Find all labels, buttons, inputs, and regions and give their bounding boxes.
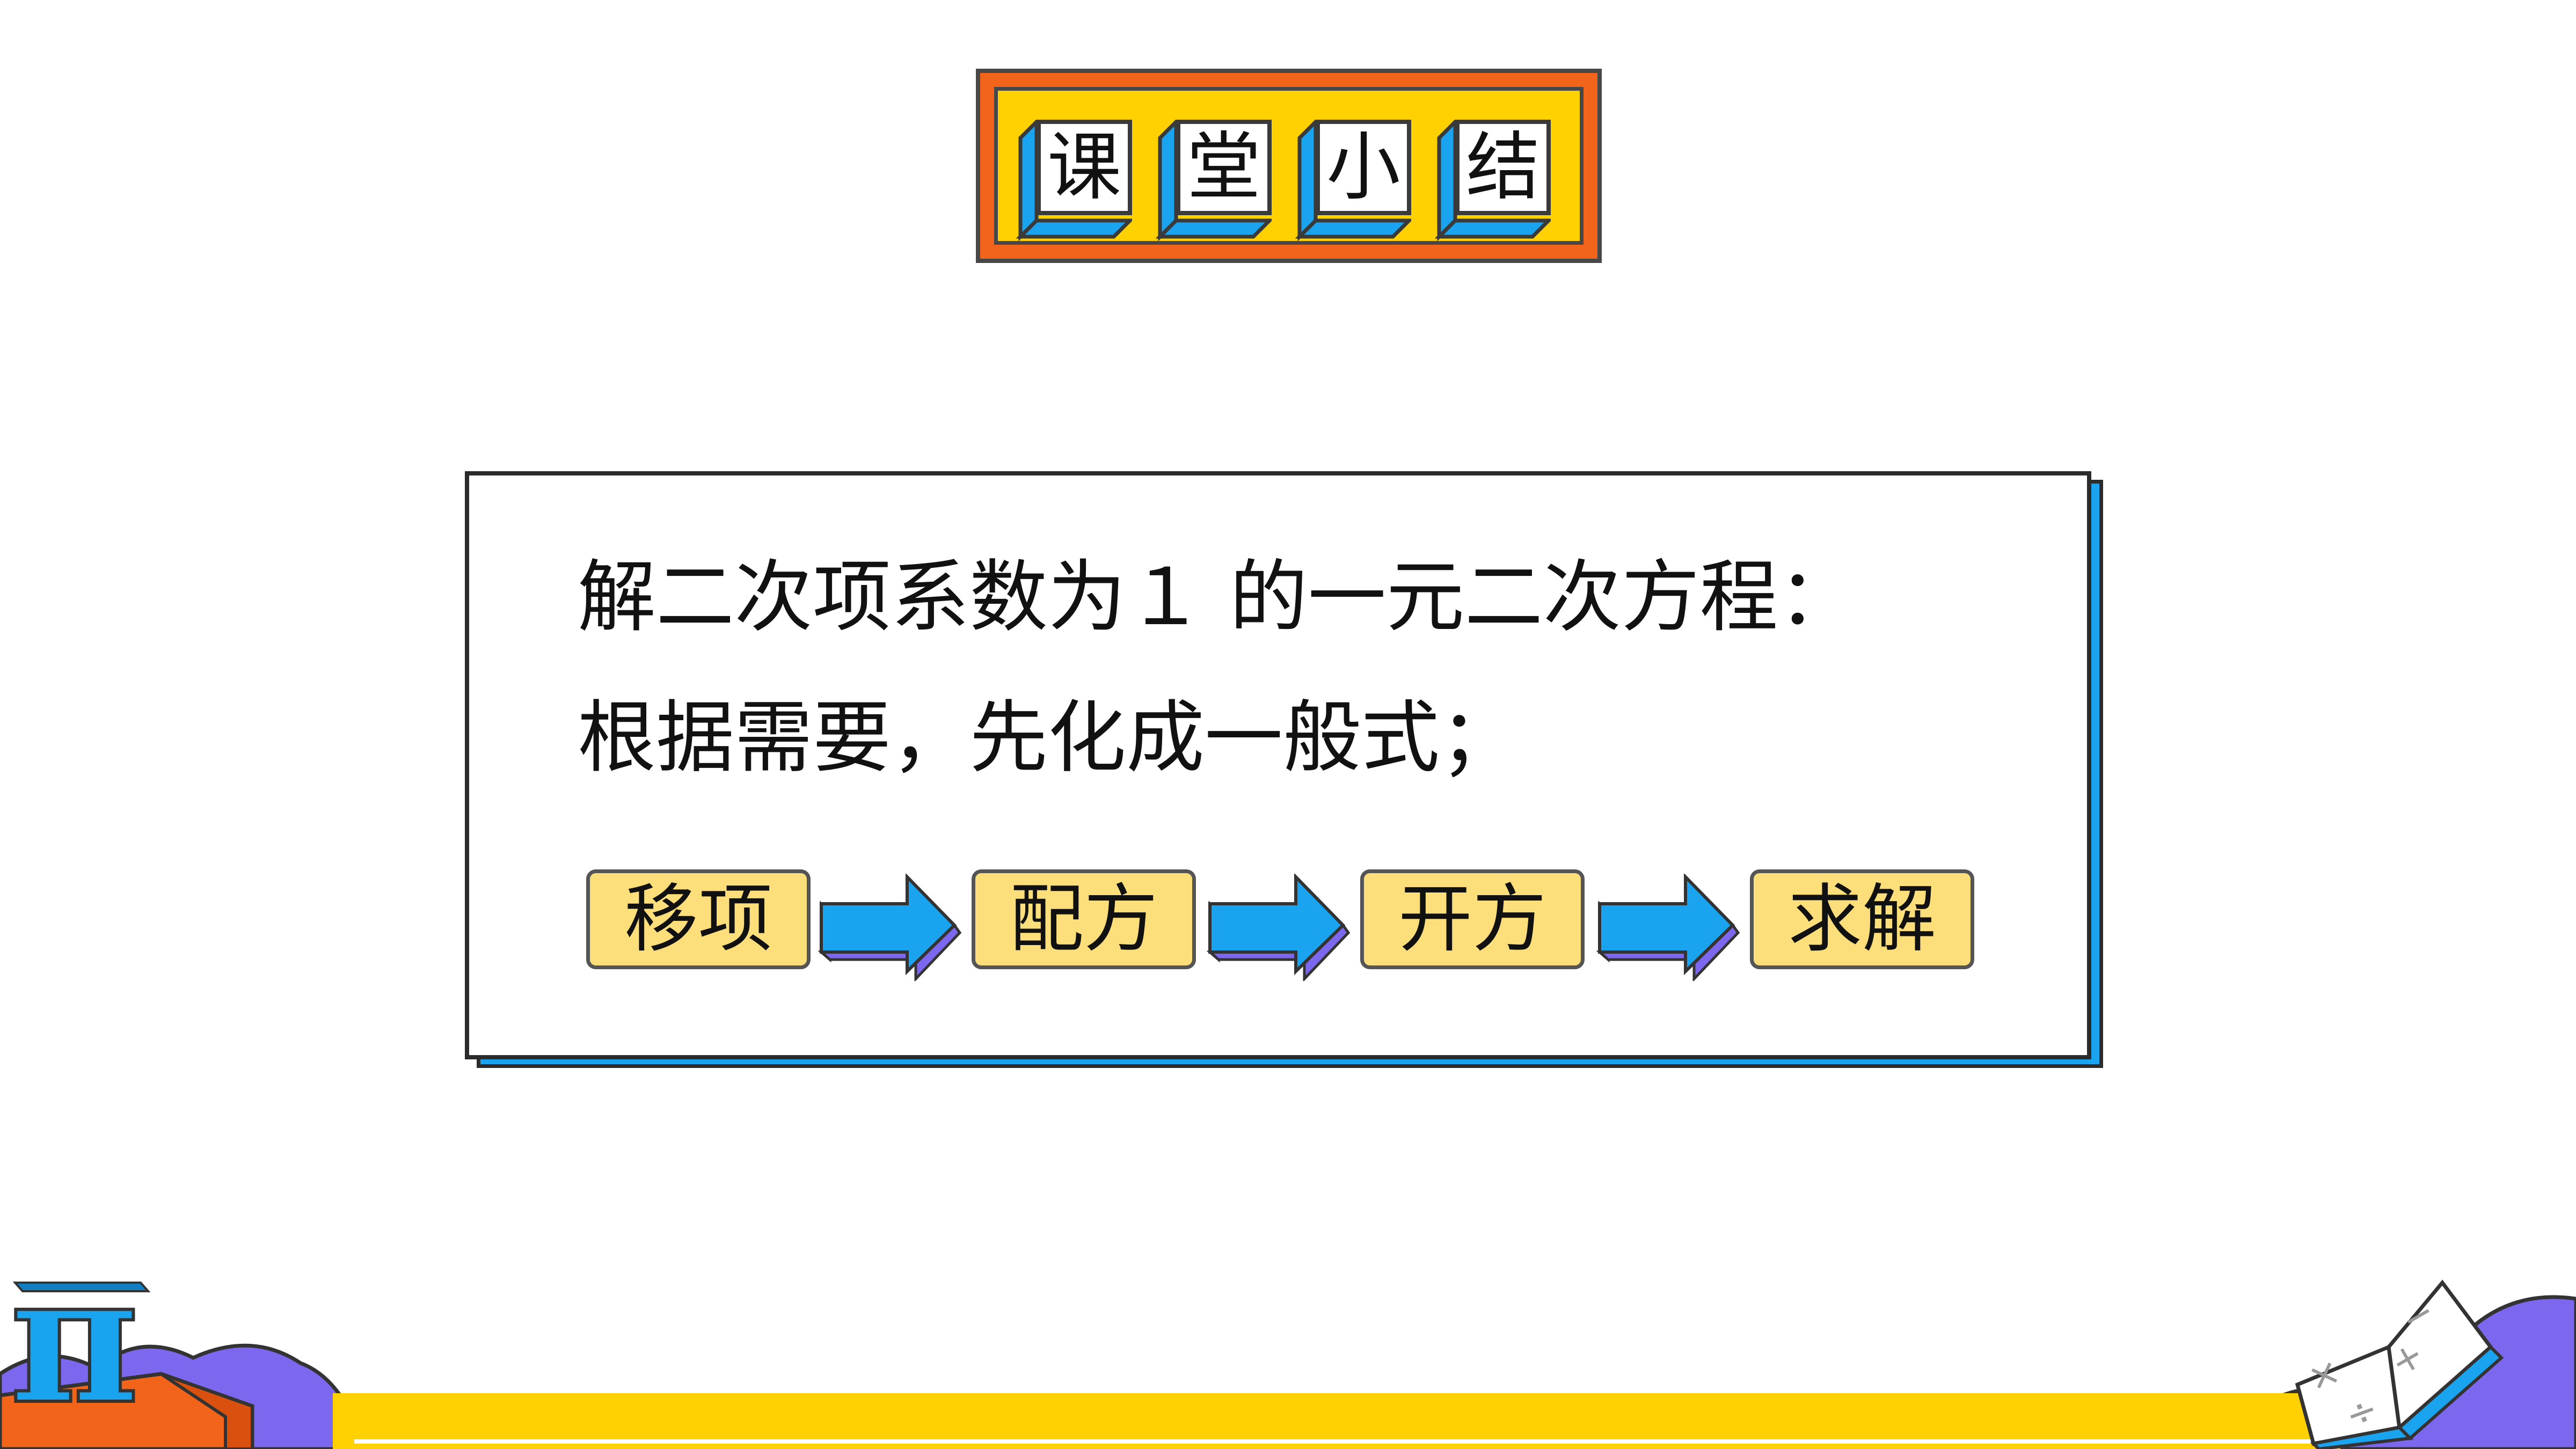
title-tile-4: 结 (1435, 120, 1551, 241)
arrow-right-icon (1596, 874, 1740, 981)
open-book-icon (2295, 1279, 2504, 1449)
step-take-root: 开方 (1360, 869, 1585, 969)
arrow-right-icon (818, 874, 962, 981)
title-char: 堂 (1176, 120, 1272, 215)
title-char: 结 (1455, 120, 1551, 215)
arrow-right-icon (1207, 874, 1351, 981)
title-char: 小 (1316, 120, 1411, 215)
summary-line-1: 解二次项系数为１ 的一元二次方程： (578, 552, 1857, 643)
step-move-terms: 移项 (586, 869, 811, 969)
step-complete-square: 配方 (972, 869, 1196, 969)
title-banner-inner: 课 堂 小 结 (994, 87, 1583, 245)
title-char: 课 (1037, 120, 1132, 215)
floor-highlight-line (354, 1439, 2340, 1444)
pi-block-decoration (0, 1282, 254, 1449)
tile-3d-shadow (1016, 120, 1132, 241)
pi-symbol-icon: π (8, 1235, 141, 1443)
tile-3d-shadow (1435, 120, 1551, 241)
summary-line-2: 根据需要，先化成一般式； (578, 692, 1518, 784)
title-banner: 课 堂 小 结 (976, 69, 1602, 263)
title-tile-3: 小 (1295, 120, 1411, 241)
tile-3d-shadow (1156, 120, 1272, 241)
title-tile-2: 堂 (1156, 120, 1272, 241)
step-solve: 求解 (1750, 869, 1974, 969)
title-tile-1: 课 (1016, 120, 1132, 241)
